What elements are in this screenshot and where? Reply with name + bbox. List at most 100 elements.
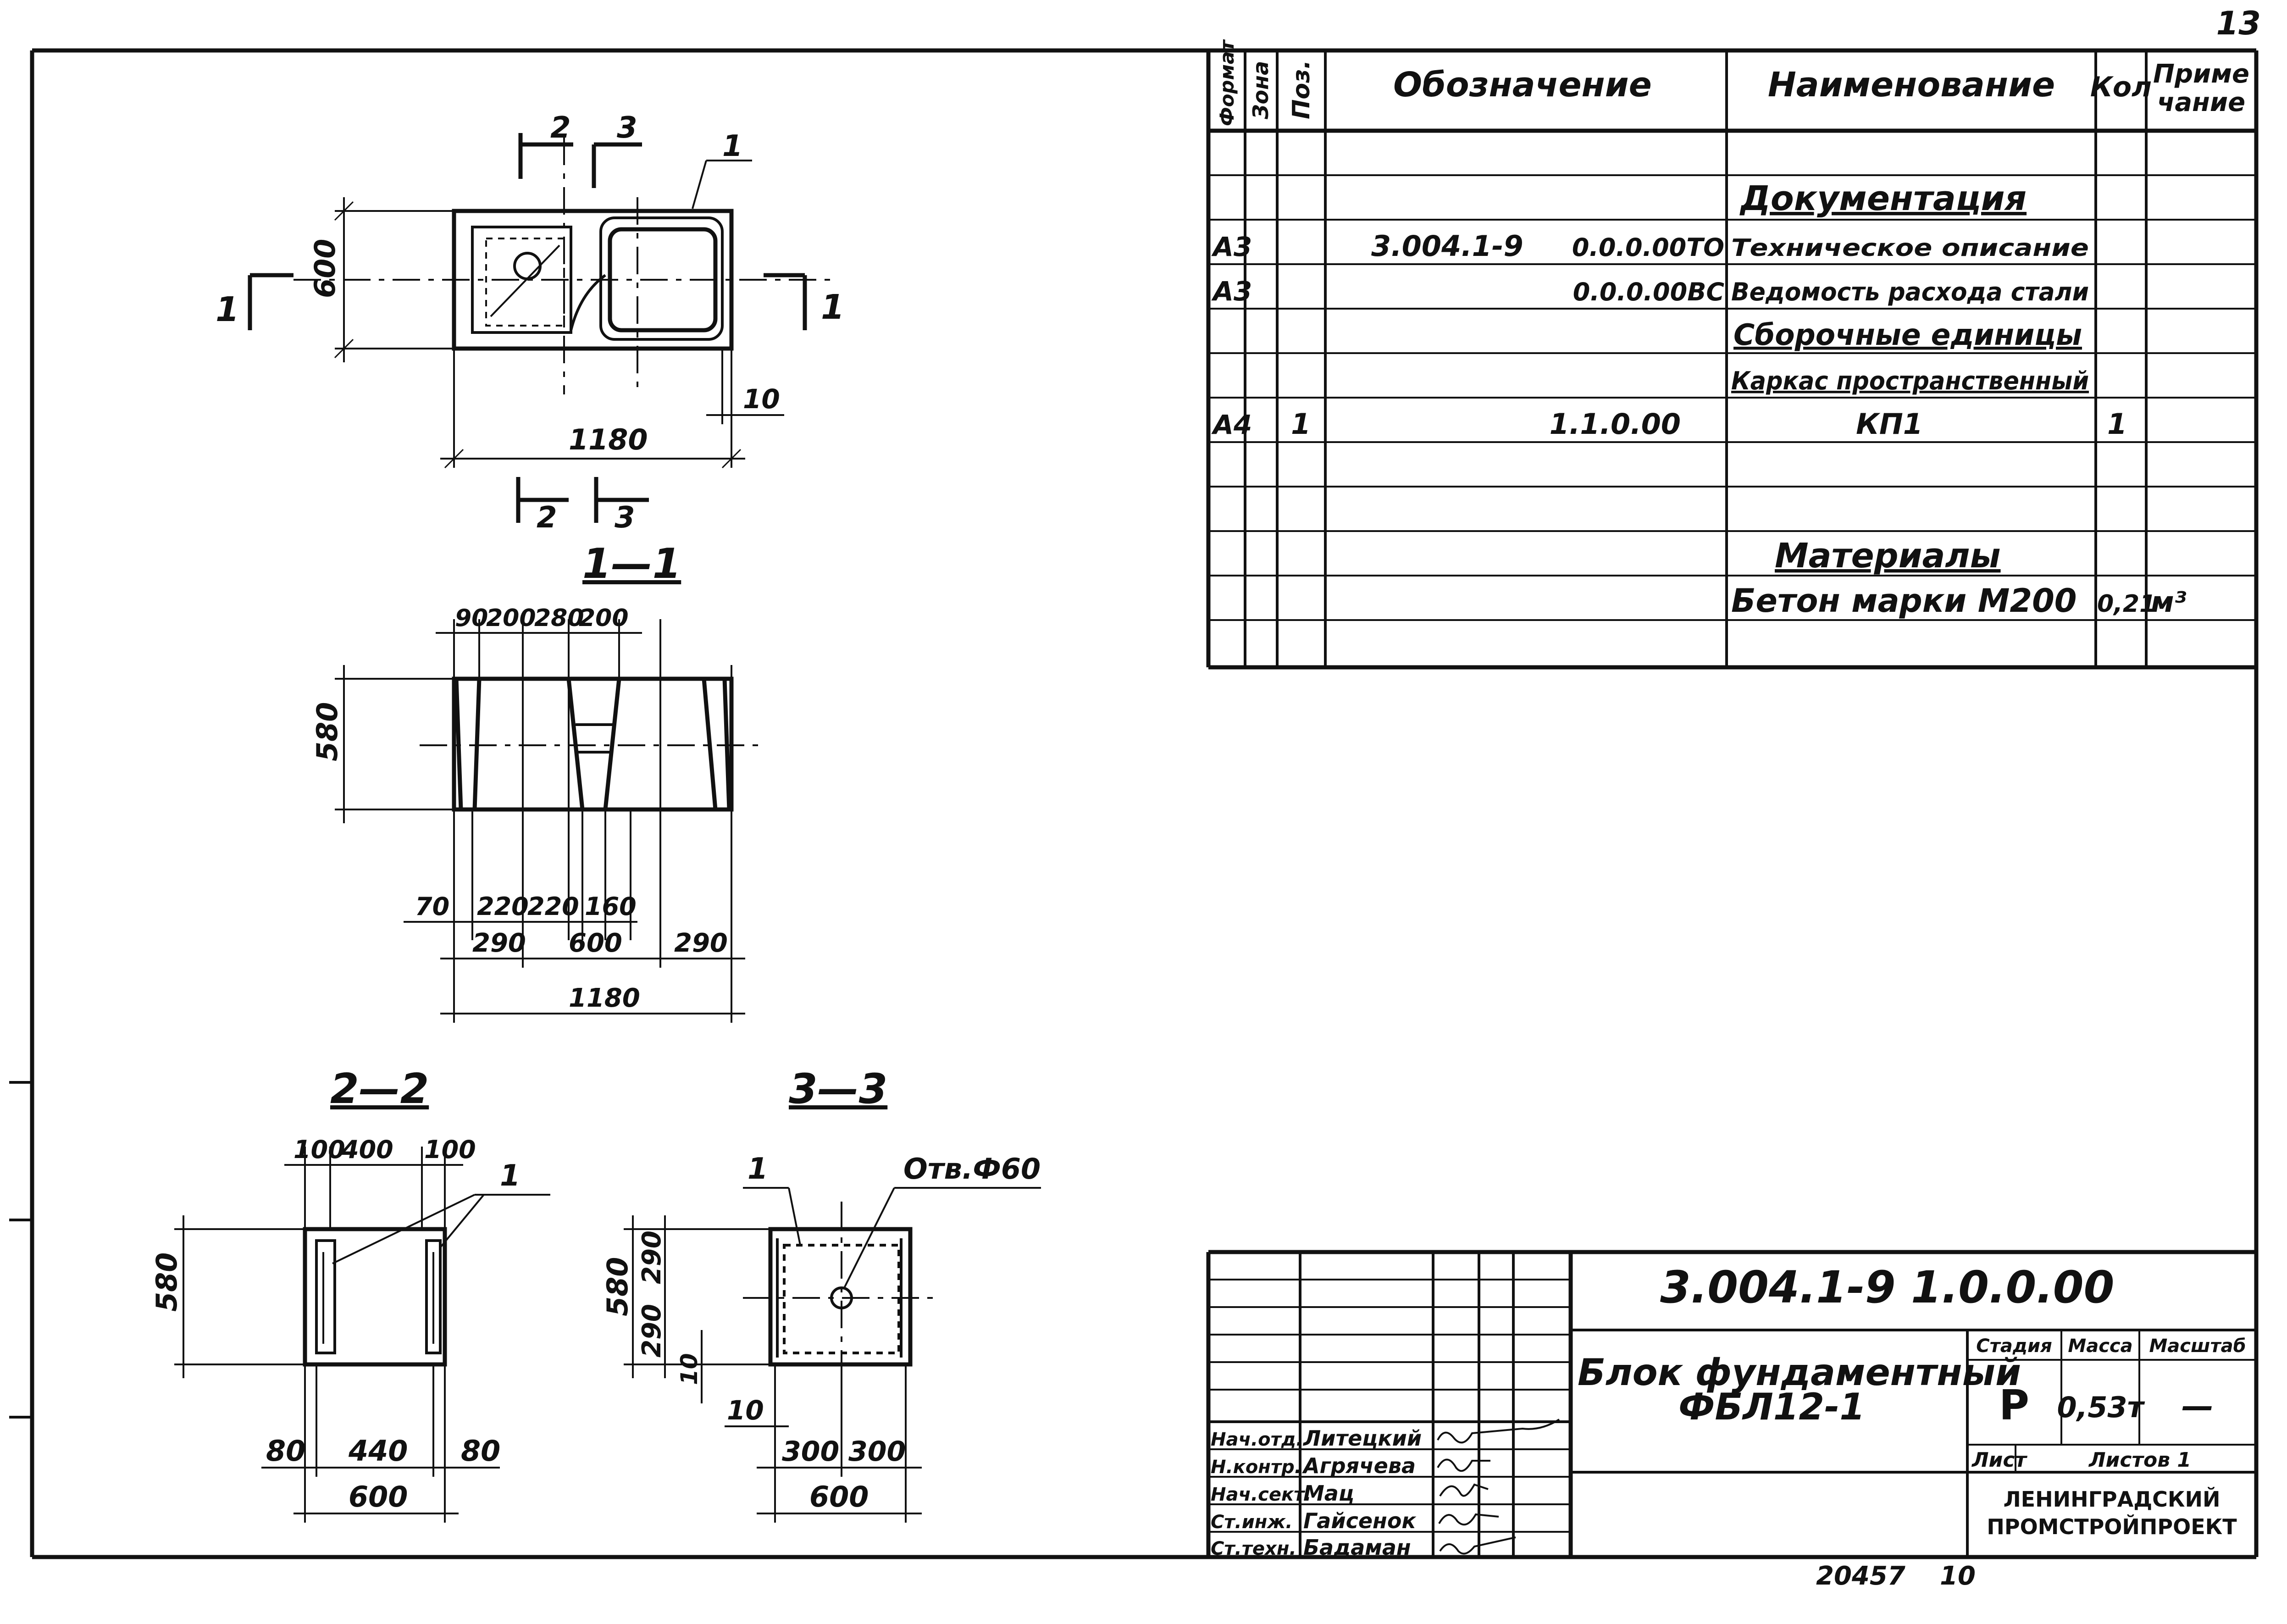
spec-row-format: А4 (1211, 409, 1252, 440)
section-1-1-bottom-dim: 70 (415, 892, 449, 921)
org-name-2: ПРОМСТРОЙПРОЕКТ (1987, 1514, 2237, 1539)
header-zone: Зона (1248, 61, 1273, 120)
section-1-1-bottom-dim: 290 (674, 928, 728, 958)
header-name: Наименование (1768, 65, 2055, 105)
section-2-2-top-dim: 100 (424, 1135, 476, 1164)
section-3-3-title: 3—3 (789, 1065, 887, 1113)
section-3-3-bottom-dim: 300 (782, 1436, 839, 1468)
section-1-1-bottom-dim: 220 (527, 892, 579, 921)
spec-row-name: Документация (1739, 179, 2027, 218)
spec-row-designation-b: 1.1.0.00 (1550, 407, 1681, 441)
spec-row-designation-a: 3.004.1-9 (1371, 229, 1523, 263)
section-1-1-top-dim: 200 (579, 604, 629, 632)
section-3-3: 3—3 1 Отв.Ф60 580 290 290 10 10 300 300 … (601, 1065, 1041, 1523)
mass-value: 0,53т (2057, 1391, 2145, 1424)
plan-dim-width: 1180 (569, 423, 648, 456)
section-3-3-bottom-dim: 300 (848, 1436, 906, 1468)
spec-row-name: Каркас пространственный (1731, 366, 2089, 395)
section-3-3-half-height: 290 (637, 1304, 667, 1358)
signature-name: Гайсенок (1303, 1508, 1417, 1533)
stage-label: Стадия (1976, 1336, 2052, 1357)
signature-role: Нач.отд. (1211, 1429, 1303, 1450)
section-2-2-top-dim: 400 (341, 1135, 393, 1164)
header-designation: Обозначение (1393, 65, 1652, 105)
archive-page: 10 (1940, 1561, 1976, 1591)
section-3-3-offset-a: 10 (676, 1353, 703, 1385)
section-3-3-total: 600 (809, 1480, 869, 1513)
signature-name: Агрячева (1302, 1453, 1416, 1478)
plan-cut-3-bottom: 3 (615, 501, 635, 535)
section-1-1-top-dim: 200 (486, 604, 536, 632)
archive-number: 20457 (1816, 1561, 1905, 1591)
spec-row-designation-b: 0.0.0.00ВС (1573, 277, 1725, 306)
plan-cut-2-top: 2 (550, 111, 571, 145)
section-2-2-top-dim: 100 (293, 1135, 345, 1164)
section-2-2: 2—2 1 100 400 100 580 80 440 80 600 (150, 1065, 550, 1523)
spec-row-lines (1208, 174, 2256, 621)
handwritten-signatures (1437, 1419, 1560, 1555)
spec-row-note: м³ (2151, 585, 2187, 619)
spec-row-qty: 0,21 (2097, 590, 2156, 618)
header-qty: Кол (2090, 71, 2152, 103)
plan-cut-3-top: 3 (617, 111, 637, 145)
spec-row-name: Ведомость расхода стали (1731, 277, 2089, 306)
header-note-2: чание (2157, 88, 2245, 117)
title-block: 3.004.1-9 1.0.0.00 Блок фундаментный ФБЛ… (1206, 1250, 2256, 1560)
signature-name: Литецкий (1302, 1426, 1422, 1451)
section-1-1-bottom-dim: 160 (585, 892, 637, 921)
spec-row-format: А3 (1211, 231, 1252, 262)
section-1-1-height: 580 (310, 702, 344, 761)
section-1-1-bottom-dim: 600 (569, 928, 622, 958)
page-number: 13 (2216, 5, 2261, 42)
plan-cut-1-left: 1 (216, 290, 239, 329)
signature-name: Мац (1303, 1481, 1354, 1506)
plan-leader-1: 1 (722, 129, 743, 163)
spec-row-designation-b: 0.0.0.00ТО (1572, 233, 1724, 262)
header-note-1: Приме (2153, 59, 2249, 89)
section-1-1-bottom-dim: 220 (477, 892, 529, 921)
sheet-frame (9, 48, 2259, 1559)
section-2-2-bottom-dim: 80 (461, 1434, 500, 1468)
plan-cut-1-right: 1 (821, 288, 845, 327)
spec-row-name: Материалы (1775, 536, 2001, 576)
section-1-1-top-dim: 280 (534, 604, 584, 632)
drawing-title-1: Блок фундаментный (1578, 1351, 2021, 1394)
plan-dim-offset: 10 (743, 383, 780, 415)
mass-label: Масса (2068, 1336, 2132, 1357)
section-3-3-height: 580 (601, 1257, 634, 1316)
plan-cut-2-bottom: 2 (537, 501, 557, 535)
plan-view: 1 1 2 3 2 3 1 600 1180 10 (216, 111, 845, 535)
spec-table: Формат Зона Поз. Обозначение Наименовани… (1206, 39, 2256, 670)
section-1-1: 1—1 90 200 280 200 580 70 220 220 (310, 540, 764, 1023)
section-1-1-total: 1180 (569, 983, 640, 1013)
signature-role: Н.контр. (1211, 1457, 1301, 1478)
signature-role: Нач.сект. (1211, 1484, 1312, 1505)
spec-row-position: 1 (1291, 407, 1311, 441)
spec-row-format: А3 (1211, 276, 1252, 307)
sheets-label: Листов 1 (2088, 1448, 2191, 1472)
sheet-label: Лист (1971, 1448, 2027, 1472)
section-3-3-offset-b: 10 (727, 1395, 764, 1426)
scale-value: — (2182, 1387, 2214, 1425)
spec-row-name: Техническое описание (1731, 234, 2089, 262)
section-2-2-title: 2—2 (330, 1065, 429, 1113)
plan-dim-height: 600 (308, 239, 342, 298)
section-2-2-leader: 1 (500, 1159, 521, 1193)
section-1-1-top-dim: 90 (455, 604, 488, 632)
section-2-2-total: 600 (349, 1480, 408, 1513)
header-position: Поз. (1288, 60, 1315, 119)
section-1-1-bottom-dim: 290 (472, 928, 526, 958)
section-2-2-bottom-dim: 80 (266, 1434, 305, 1468)
org-name-1: ЛЕНИНГРАДСКИЙ (2003, 1487, 2220, 1512)
spec-row-qty: 1 (2107, 407, 2127, 441)
stage-value: Р (1999, 1381, 2029, 1430)
section-3-3-leader: 1 (748, 1152, 768, 1186)
signature-role: Ст.инж. (1211, 1512, 1292, 1533)
hole-label: Отв.Ф60 (903, 1152, 1041, 1186)
spec-row-name: Бетон марки М200 (1731, 582, 2077, 620)
header-format: Формат (1216, 39, 1238, 126)
section-1-1-title: 1—1 (582, 540, 681, 588)
drawing-code: 3.004.1-9 1.0.0.00 (1660, 1262, 2114, 1313)
section-2-2-bottom-dim: 440 (348, 1434, 408, 1468)
